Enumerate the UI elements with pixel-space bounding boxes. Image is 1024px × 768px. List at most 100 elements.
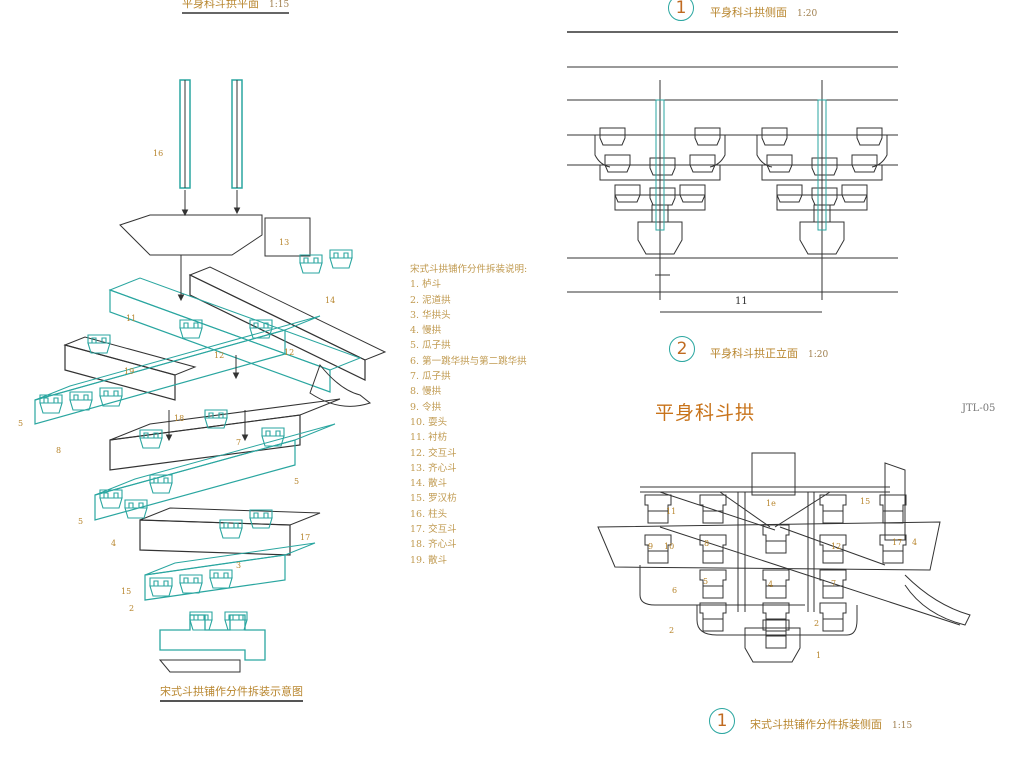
legend-item: 17. 交互斗 bbox=[410, 524, 457, 536]
part-label: 12 bbox=[284, 348, 294, 357]
sheet-title: 平身科斗拱 bbox=[655, 402, 756, 424]
bearing-block bbox=[699, 494, 727, 524]
bearing-block bbox=[249, 509, 273, 529]
center-tenon bbox=[817, 99, 827, 231]
legend-item: 18. 齐心斗 bbox=[410, 539, 457, 551]
bearing-block bbox=[819, 602, 847, 632]
block-1e bbox=[751, 452, 796, 496]
part-label: 5 bbox=[703, 577, 708, 586]
bearing-block bbox=[87, 334, 111, 354]
cap-block bbox=[119, 214, 263, 256]
legend-item: 9. 令拱 bbox=[410, 401, 442, 413]
dimension-label: 11 bbox=[735, 296, 748, 307]
bearing-block bbox=[689, 154, 716, 173]
bracket-arm-top bbox=[108, 277, 362, 371]
legend-item: 6. 第一跳华拱与第二跳华拱 bbox=[410, 355, 527, 367]
bearing-block bbox=[219, 519, 243, 539]
bearing-block bbox=[249, 319, 273, 339]
bracket-arm-top bbox=[139, 507, 321, 526]
side-view-drawing bbox=[567, 31, 898, 313]
part-label: 4 bbox=[111, 539, 116, 548]
block-13 bbox=[264, 217, 311, 257]
bearing-block bbox=[761, 127, 788, 146]
legend-item: 11. 衬枋 bbox=[410, 432, 448, 444]
bearing-block bbox=[841, 184, 868, 203]
bearing-block bbox=[762, 602, 790, 632]
cross-beam bbox=[597, 521, 941, 571]
arm-curve bbox=[756, 135, 888, 168]
bearing-block bbox=[851, 154, 878, 173]
top-caption-scale: 1:15 bbox=[269, 0, 290, 10]
bearing-block bbox=[139, 429, 163, 449]
legend-item: 8. 慢拱 bbox=[410, 386, 442, 398]
view-number-badge: 2 bbox=[669, 336, 695, 362]
base-dou bbox=[637, 221, 683, 255]
part-label: 1 bbox=[816, 651, 821, 660]
bearing-block bbox=[819, 534, 847, 564]
cantilever-tip bbox=[309, 363, 372, 407]
bearing-block bbox=[179, 574, 203, 594]
legend-item: 5. 瓜子拱 bbox=[410, 340, 451, 352]
bracket-arm-top bbox=[63, 336, 197, 376]
part-label: 9 bbox=[648, 542, 653, 551]
bearing-block bbox=[766, 154, 793, 173]
bearing-block bbox=[39, 394, 63, 414]
legend-item: 4. 慢拱 bbox=[410, 325, 442, 337]
part-label: 7 bbox=[236, 438, 241, 447]
diagonal bbox=[719, 491, 771, 528]
base-dou-1 bbox=[744, 627, 801, 663]
base-block-bottom bbox=[158, 659, 241, 673]
part-label: 17 bbox=[892, 538, 902, 547]
part-label: 5 bbox=[78, 517, 83, 526]
arm-6 bbox=[639, 565, 805, 606]
part-label: 1e bbox=[766, 499, 776, 508]
part-label: 18 bbox=[174, 414, 184, 423]
part-label: 16 bbox=[153, 149, 163, 158]
legend-heading: 宋式斗拱铺作分件拆装说明: bbox=[410, 264, 528, 275]
legend-item: 14. 散斗 bbox=[410, 478, 448, 490]
diagonal bbox=[779, 526, 886, 566]
arm-curve bbox=[594, 135, 726, 168]
legend-item: 16. 柱头 bbox=[410, 508, 448, 520]
bearing-block bbox=[99, 489, 123, 509]
bearing-block bbox=[879, 494, 907, 524]
base-dou bbox=[799, 221, 845, 255]
bracket-arm-top bbox=[109, 398, 341, 441]
block-15 bbox=[884, 462, 906, 541]
front-view-caption-text: 平身科斗拱正立面 bbox=[710, 347, 798, 360]
legend-item: 7. 瓜子拱 bbox=[410, 371, 451, 383]
bearing-block bbox=[699, 534, 727, 564]
diagonal bbox=[659, 491, 776, 531]
legend-item: 13. 齐心斗 bbox=[410, 462, 457, 474]
legend-item: 1. 栌斗 bbox=[410, 279, 442, 291]
part-label: 2 bbox=[669, 626, 674, 635]
part-label: 5 bbox=[294, 477, 299, 486]
bracket-arm bbox=[109, 414, 301, 471]
part-label: 6 bbox=[672, 586, 677, 595]
part-label: 12 bbox=[214, 351, 224, 360]
bearing-block bbox=[644, 494, 672, 524]
bearing-block bbox=[224, 611, 248, 631]
part-label: 4 bbox=[912, 538, 917, 547]
bearing-block bbox=[124, 499, 148, 519]
bracket-arm-top bbox=[94, 423, 336, 496]
part-label: 15 bbox=[860, 497, 870, 506]
bearing-block bbox=[762, 524, 790, 554]
bearing-block bbox=[179, 319, 203, 339]
arrow-head bbox=[241, 434, 249, 442]
bearing-block bbox=[699, 569, 727, 599]
arrow-head bbox=[177, 294, 185, 302]
bearing-block bbox=[99, 387, 123, 407]
top-caption-text: 平身科斗拱平面 bbox=[182, 0, 259, 10]
legend-item: 19. 散斗 bbox=[410, 554, 448, 566]
part-label: 2 bbox=[129, 604, 134, 613]
part-label: 13 bbox=[279, 238, 289, 247]
part-label: 14 bbox=[325, 296, 335, 305]
part-label: 8 bbox=[56, 446, 61, 455]
part-label: 2 bbox=[814, 619, 819, 628]
bearing-block bbox=[189, 611, 213, 631]
bearing-block bbox=[762, 569, 790, 599]
